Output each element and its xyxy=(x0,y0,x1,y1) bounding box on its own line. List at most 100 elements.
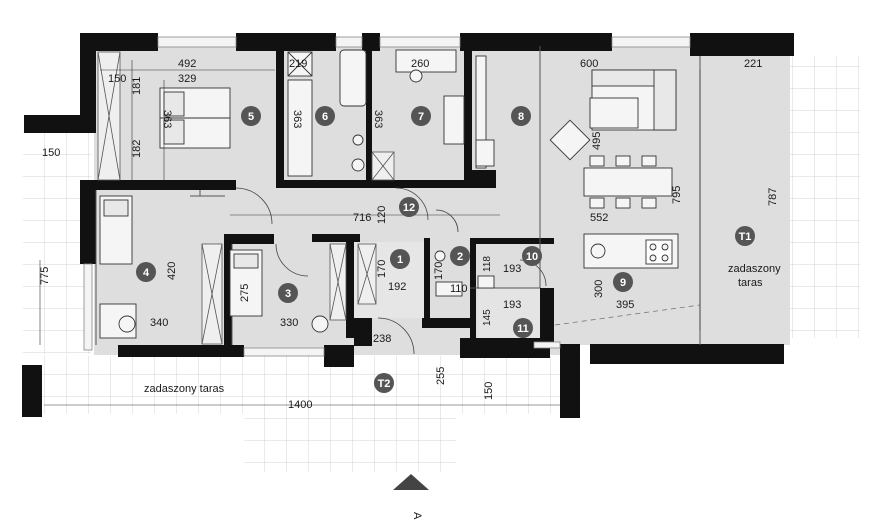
dining-table xyxy=(583,167,673,197)
room-marker-6: 6 xyxy=(315,106,335,126)
sink-2 xyxy=(435,281,463,297)
chair-3 xyxy=(311,315,329,333)
dim-150b: 150 xyxy=(42,147,60,159)
boiler xyxy=(477,275,495,289)
dim-182: 182 xyxy=(131,140,143,158)
dim-492: 492 xyxy=(178,58,196,70)
svg-text:10: 10 xyxy=(526,251,538,263)
section-marker-arrow xyxy=(393,474,429,490)
dim-1400: 1400 xyxy=(288,399,312,411)
sink-9 xyxy=(590,243,606,259)
windows xyxy=(83,36,691,357)
room-marker-11: 11 xyxy=(513,318,533,338)
room-marker-2: 2 xyxy=(450,246,470,266)
room-marker-5: 5 xyxy=(241,106,261,126)
dim-120a: 120 xyxy=(376,206,388,224)
svg-text:11: 11 xyxy=(517,323,529,335)
room-marker-8: 8 xyxy=(511,106,531,126)
toilet-2 xyxy=(434,250,446,262)
dashed-line xyxy=(554,304,701,326)
dim-192: 192 xyxy=(388,281,406,293)
room-marker-1: 1 xyxy=(390,249,410,269)
dim-552: 552 xyxy=(590,212,608,224)
svg-text:2: 2 xyxy=(457,251,463,263)
dim-219: 219 xyxy=(289,58,307,70)
dim-363a: 363 xyxy=(161,110,173,128)
room-markers: 5 6 7 8 12 4 3 1 2 10 9 11 T1 T2 xyxy=(136,106,755,393)
section-marker-label: A xyxy=(411,512,423,520)
room-11-floor xyxy=(478,288,546,344)
dim-150c: 150 xyxy=(483,382,495,400)
dim-193b: 193 xyxy=(503,299,521,311)
terrace-t2-extension-paving xyxy=(244,412,456,472)
dim-181: 181 xyxy=(131,77,143,95)
svg-text:5: 5 xyxy=(248,111,254,123)
svg-text:6: 6 xyxy=(322,111,328,123)
dim-238: 238 xyxy=(373,333,391,345)
coffee-table xyxy=(589,97,639,129)
fridge xyxy=(475,55,487,169)
svg-text:12: 12 xyxy=(403,202,415,214)
room-marker-7: 7 xyxy=(411,106,431,126)
dim-775: 775 xyxy=(39,267,51,285)
armchair xyxy=(549,119,591,161)
dim-221: 221 xyxy=(744,58,762,70)
dim-787: 787 xyxy=(767,188,779,206)
dimension-lines xyxy=(39,60,701,406)
toilet-6 xyxy=(351,158,365,172)
svg-text:4: 4 xyxy=(143,267,150,279)
dim-495: 495 xyxy=(591,132,603,150)
dim-395: 395 xyxy=(616,299,634,311)
dim-330: 330 xyxy=(280,317,298,329)
dim-363b: 363 xyxy=(291,110,303,128)
terrace-left-paving xyxy=(23,132,91,354)
dim-716: 716 xyxy=(353,212,371,224)
dim-260: 260 xyxy=(411,58,429,70)
room-marker-9: 9 xyxy=(613,272,633,292)
chair-4 xyxy=(118,315,136,333)
svg-text:1: 1 xyxy=(397,254,403,266)
bathtub xyxy=(339,49,367,107)
walls xyxy=(22,33,794,418)
bathroom-6-cabinet xyxy=(287,79,313,177)
dim-118: 118 xyxy=(482,256,493,272)
dim-110: 110 xyxy=(450,283,468,295)
dim-193a: 193 xyxy=(503,263,521,275)
svg-text:3: 3 xyxy=(285,288,291,300)
terrace-t2-paving xyxy=(42,356,564,414)
furniture xyxy=(99,49,679,339)
dim-340: 340 xyxy=(150,317,168,329)
dim-170b: 170 xyxy=(433,262,445,280)
dim-275: 275 xyxy=(239,284,251,302)
room-marker-t1: T1 xyxy=(735,226,755,246)
room-marker-t2: T2 xyxy=(374,373,394,393)
dim-300: 300 xyxy=(593,280,605,298)
dim-420: 420 xyxy=(166,262,178,280)
dim-600: 600 xyxy=(580,58,598,70)
dim-150a: 150 xyxy=(108,73,126,85)
svg-text:9: 9 xyxy=(620,277,626,289)
terrace-t1-label-line1: zadaszony xyxy=(728,263,781,275)
stove-8 xyxy=(475,139,495,167)
dim-145: 145 xyxy=(482,309,493,326)
room-marker-3: 3 xyxy=(278,283,298,303)
dim-255: 255 xyxy=(435,367,447,385)
cooktop xyxy=(645,239,673,265)
svg-text:8: 8 xyxy=(518,111,524,123)
room-marker-4: 4 xyxy=(136,262,156,282)
wardrobes xyxy=(97,51,395,345)
svg-text:T2: T2 xyxy=(378,378,391,390)
svg-text:T1: T1 xyxy=(739,231,752,243)
svg-text:7: 7 xyxy=(418,111,424,123)
room-marker-12: 12 xyxy=(399,197,419,217)
sink-6 xyxy=(352,134,364,146)
room-marker-10: 10 xyxy=(522,246,542,266)
dim-329: 329 xyxy=(178,73,196,85)
dim-170a: 170 xyxy=(376,260,388,278)
cabinet-7 xyxy=(443,95,465,145)
dimension-labels: 492 329 150 181 182 363 219 363 260 363 … xyxy=(39,58,779,411)
terrace-bottom-label: zadaszony taras xyxy=(144,383,225,395)
dim-795: 795 xyxy=(671,186,683,204)
terrace-t1-label-line2: taras xyxy=(738,277,763,289)
